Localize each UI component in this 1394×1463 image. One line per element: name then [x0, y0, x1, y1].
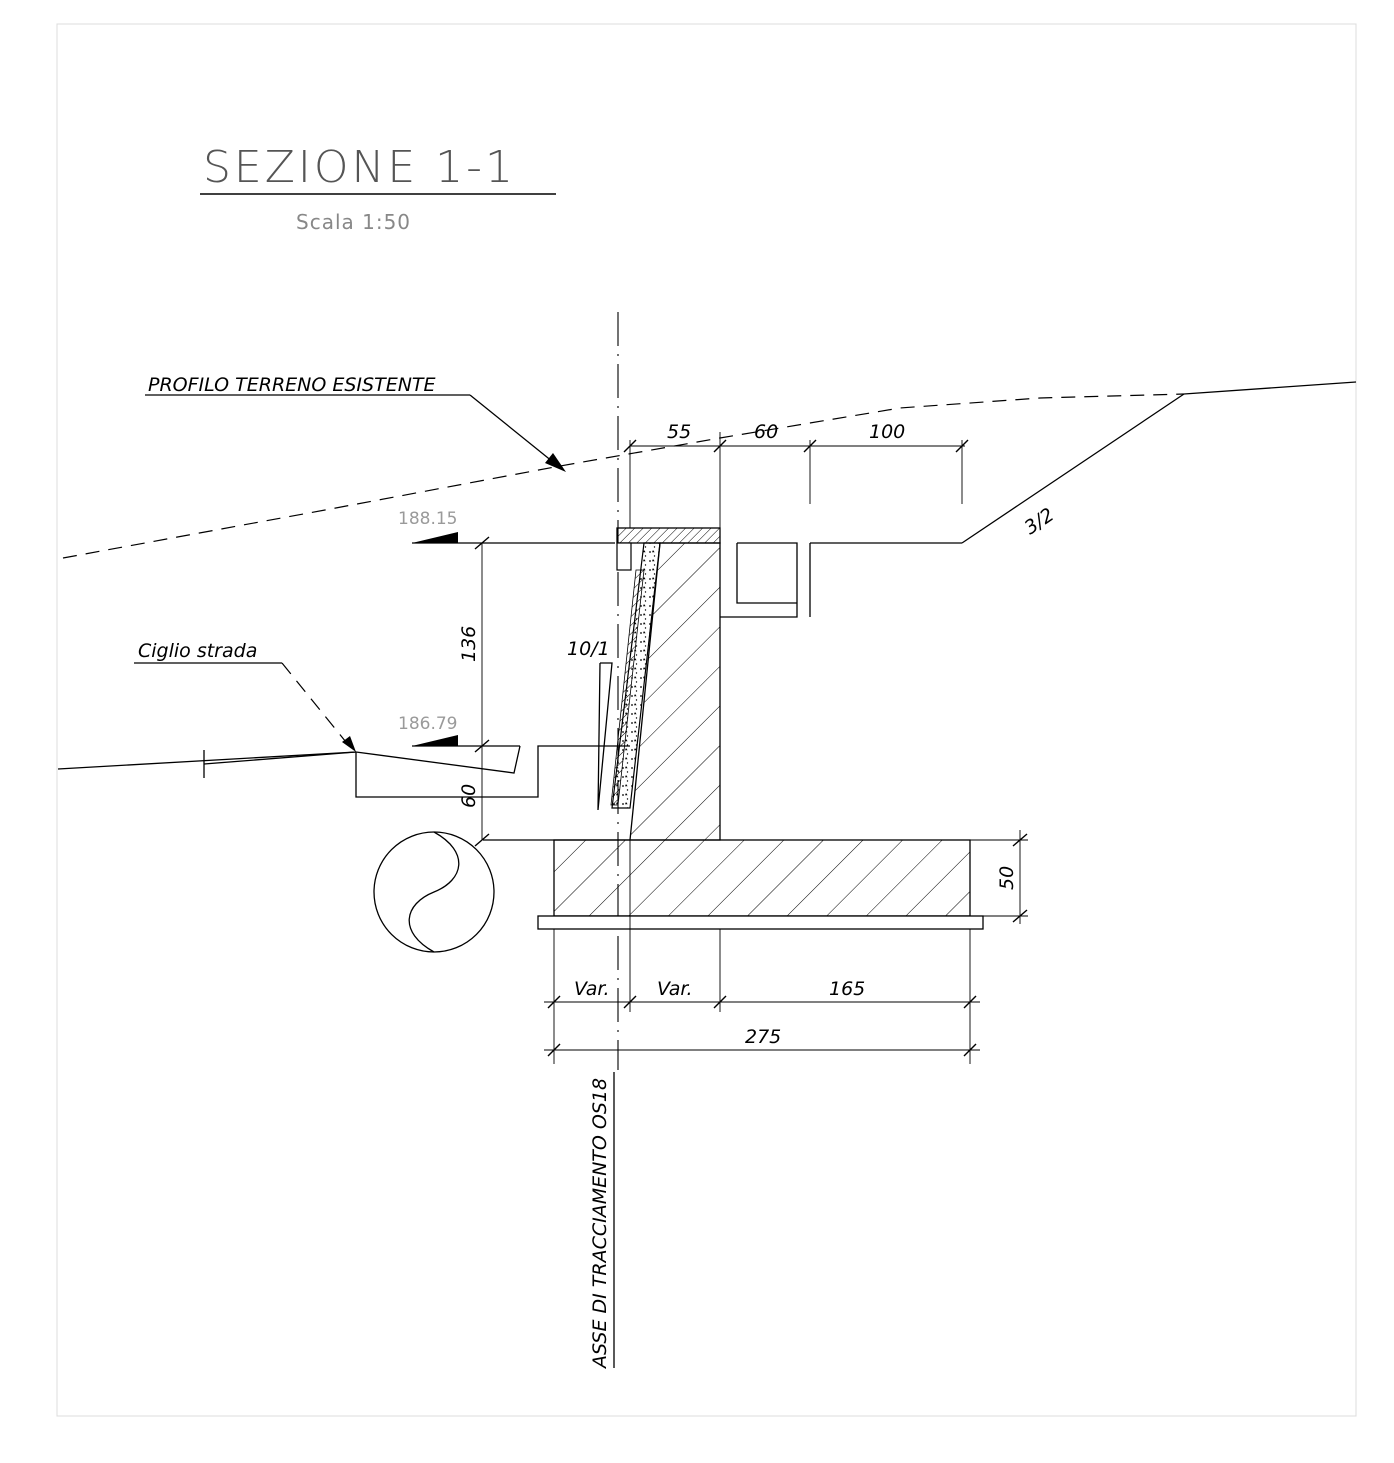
ground-right	[1183, 381, 1357, 395]
dim-top-tick-4	[955, 439, 969, 453]
batter-label: 10/1	[567, 638, 610, 660]
dim-bottom-tick-5	[547, 1043, 561, 1057]
dim-bottom-tick-6	[963, 1043, 977, 1057]
dim-tick-1	[474, 536, 490, 550]
elevation-bottom-marker	[412, 735, 458, 746]
dim-top-b: 60	[754, 421, 778, 443]
dim-bottom-tick-2	[623, 995, 637, 1009]
ground-profile-label: PROFILO TERRENO ESISTENTE	[148, 374, 436, 396]
elevation-bottom: 186.79	[398, 714, 457, 734]
dim-tick-2	[474, 739, 490, 753]
backfill-surface	[720, 542, 798, 618]
dim-bottom-tick-3	[713, 995, 727, 1009]
ground-profile-leader	[469, 394, 559, 467]
road-surface-2	[203, 751, 357, 765]
elevation-top: 188.15	[398, 509, 457, 529]
dim-height-lower: 60	[458, 784, 480, 808]
dim-top-a: 55	[667, 421, 691, 443]
road-edge-arrow	[342, 736, 356, 752]
lean-concrete	[537, 915, 984, 930]
dim-top-tick-3	[803, 439, 817, 453]
dim-bottom-var2: Var.	[657, 978, 693, 1000]
dim-footing-tick-1	[1012, 833, 1028, 847]
dim-height-wall: 136	[458, 626, 480, 662]
road-surface	[57, 751, 357, 770]
road-edge-leader	[281, 662, 351, 748]
dim-bottom-tick-4	[963, 995, 977, 1009]
drain-channel	[736, 543, 797, 604]
drain-pipe-swirl	[408, 831, 460, 953]
dim-footing-thickness: 50	[996, 866, 1018, 890]
dim-top-c: 100	[869, 421, 905, 443]
wall-cap	[616, 527, 721, 544]
sheet-frame	[56, 23, 1357, 1417]
dim-bottom-tick-1	[547, 995, 561, 1009]
dim-bottom-var1: Var.	[574, 978, 610, 1000]
dim-top-tick-1	[623, 439, 637, 453]
road-ditch-inner	[355, 745, 521, 774]
dim-footing-tick-2	[1012, 909, 1028, 923]
backfill-slope	[961, 393, 1185, 544]
dim-bottom-total: 275	[745, 1026, 781, 1048]
dim-bottom-heel: 165	[829, 978, 865, 1000]
road-ditch	[355, 745, 630, 798]
road-edge-label: Ciglio strada	[138, 640, 257, 662]
elevation-top-marker	[412, 532, 458, 543]
wall-cap-face	[616, 542, 632, 571]
scale-label: Scala 1:50	[296, 210, 411, 234]
ground-profile-arrow	[545, 453, 566, 472]
footing	[553, 839, 971, 917]
dim-top-tick-2	[713, 439, 727, 453]
slope-ratio-label: 3/2	[1020, 504, 1058, 539]
dim-tick-3	[474, 833, 490, 847]
batter-triangle	[597, 662, 613, 811]
section-title: SEZIONE 1-1	[203, 142, 516, 193]
tracing-axis-label: ASSE DI TRACCIAMENTO OS18	[589, 1078, 611, 1370]
